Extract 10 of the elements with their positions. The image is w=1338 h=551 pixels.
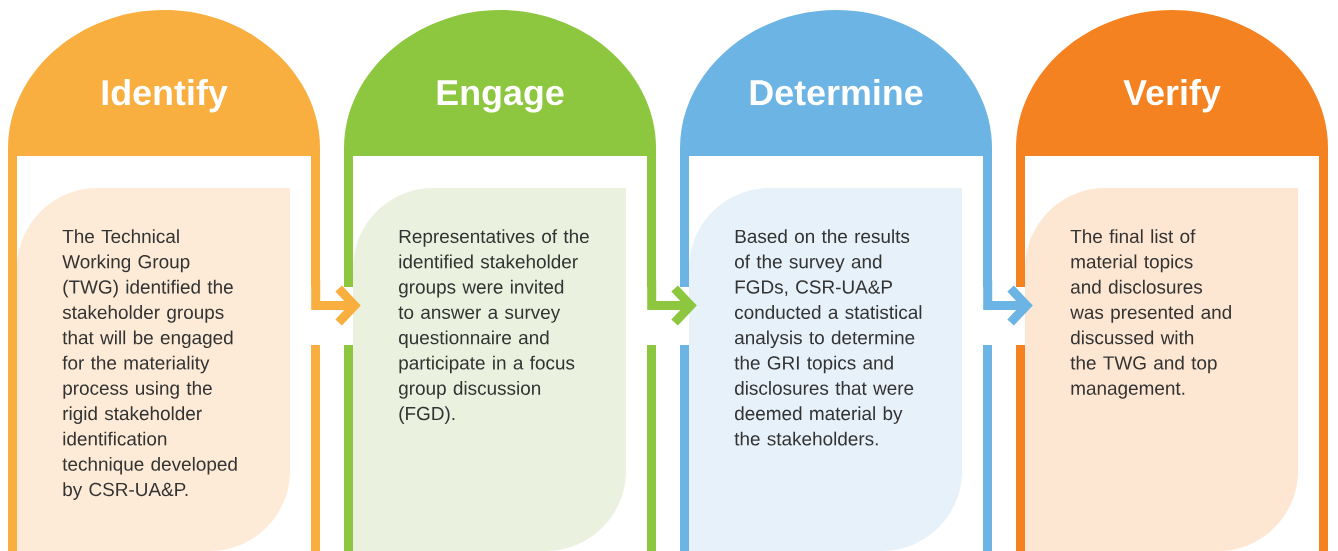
node-label: Verify [1123, 79, 1221, 113]
step-panel: Verify The final list of material topics and disclosures was presented and discussed with the TWG and top management. [1016, 10, 1328, 551]
node-label: Determine [750, 79, 923, 106]
node-label: The Technical Working Group (TWG) identified the stakeholder groups that will be engaged for the materiality process using the rigid stakeholder identification technique developed by CSR-UA&P. [62, 229, 237, 500]
step-panel: Engage Representatives of the identified stakeholder groups were invited to answer a survey questionnaire and participate in a focus group discussion (FGD). [344, 10, 656, 551]
node-label: Engage [437, 80, 564, 113]
node-label: The final list of material topics and disclosures was presented and discussed with the TWG and top management. [1070, 229, 1231, 399]
step-panel: Identify The Technical Working Group (TWG) identified the stakeholder groups that will be engaged for the materiality process using the rigid stakeholder identification technique developed by CSR-UA&P. [8, 10, 320, 551]
step-panel: Determine Based on the results of the survey and FGDs, CSR-UA&P conducted a statistical analysis to determine the GRI topics and disclosures that were deemed material by the stakeholders. [680, 10, 992, 551]
node-label: Identify [102, 79, 228, 113]
